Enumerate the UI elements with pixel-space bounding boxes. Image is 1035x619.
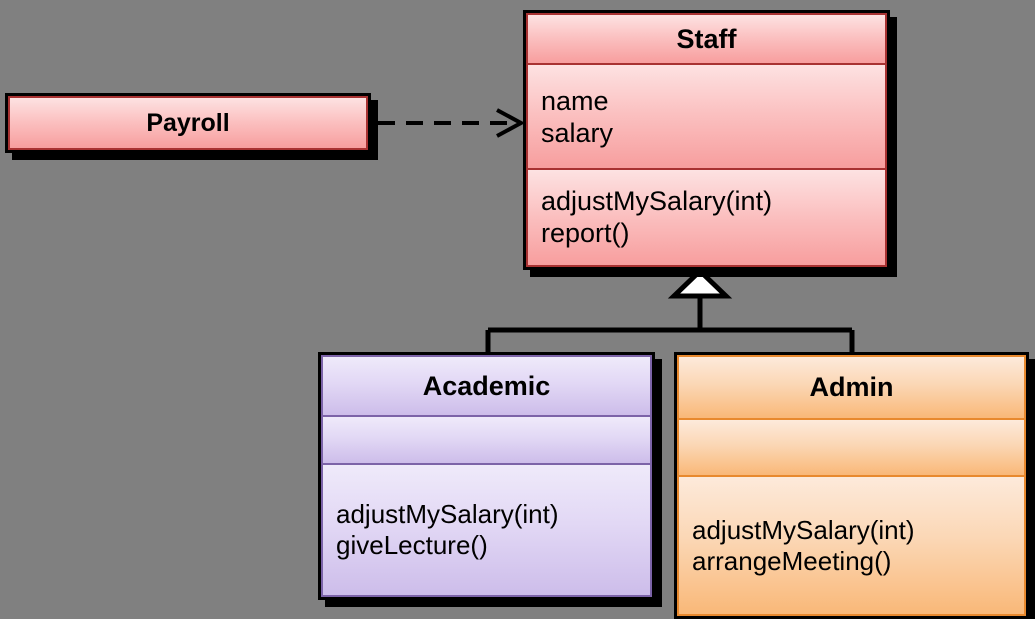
class-box-admin[interactable]: Admin adjustMySalary(int) arrangeMeeting… (674, 352, 1029, 619)
class-box-staff[interactable]: Staff name salary adjustMySalary(int) re… (523, 10, 890, 270)
open-arrowhead-icon (496, 108, 526, 138)
class-name-academic: Academic (321, 355, 652, 415)
operation-item: arrangeMeeting() (692, 545, 892, 576)
attributes-compartment-admin (677, 418, 1026, 475)
operation-item: adjustMySalary(int) (541, 185, 773, 216)
attribute-item: name (541, 85, 609, 116)
dependency-payroll-to-staff[interactable] (378, 108, 526, 138)
attributes-compartment-academic (321, 415, 652, 463)
operation-item: report() (541, 217, 630, 248)
hollow-triangle-arrowhead-icon (667, 267, 733, 299)
class-name-payroll: Payroll (8, 96, 368, 150)
operation-item: adjustMySalary(int) (336, 499, 559, 530)
attributes-compartment-staff: name salary (526, 63, 887, 168)
class-name-staff: Staff (526, 13, 887, 63)
operations-compartment-academic: adjustMySalary(int) giveLecture() (321, 463, 652, 597)
operations-compartment-admin: adjustMySalary(int) arrangeMeeting() (677, 475, 1026, 616)
class-name-admin: Admin (677, 355, 1026, 418)
attribute-item: salary (541, 117, 614, 148)
operation-item: giveLecture() (336, 530, 488, 560)
class-box-academic[interactable]: Academic adjustMySalary(int) giveLecture… (318, 352, 655, 600)
operation-item: adjustMySalary(int) (692, 514, 915, 545)
operations-compartment-staff: adjustMySalary(int) report() (526, 168, 887, 267)
class-box-payroll[interactable]: Payroll (5, 93, 371, 153)
generalization-tree[interactable] (485, 267, 855, 354)
